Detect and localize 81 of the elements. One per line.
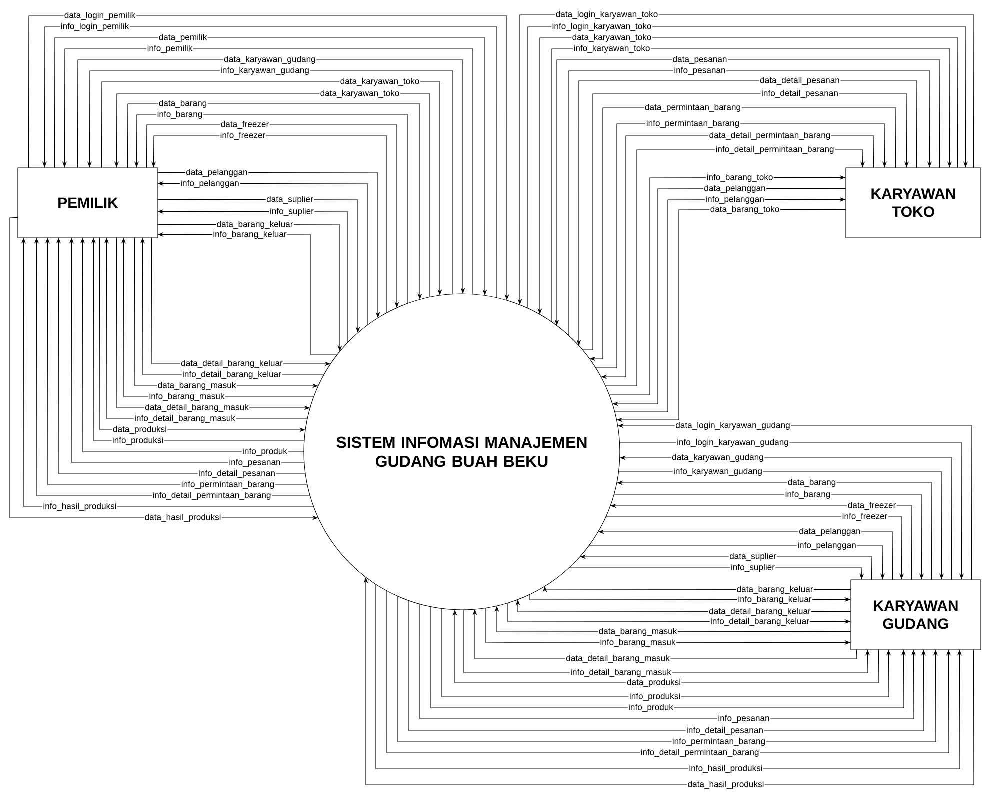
edge-label: info_barang_masuk	[148, 392, 226, 402]
edge-label: info_hasil_produksi	[688, 764, 764, 774]
edge-label: data_produksi	[112, 425, 168, 435]
edge-label: data_suplier	[266, 195, 314, 205]
edge-label: info_permintaan_barang	[646, 119, 740, 129]
edge-label: info_suplier	[269, 207, 315, 217]
edge-label: info_detail_barang_keluar	[710, 617, 810, 627]
edge-label: info_barang	[156, 110, 204, 120]
edge-label: data_freezer	[847, 501, 897, 511]
edge-label: info_pelanggan	[796, 541, 858, 551]
edge-label: info_freezer	[842, 512, 888, 522]
edge-label: data_barang	[158, 99, 208, 109]
edge-label: data_karyawan_toko	[340, 77, 420, 87]
edge-label: data_produksi	[626, 678, 682, 688]
edge-label: data_login_karyawan_toko	[555, 10, 659, 20]
edge-label: info_detail_pesanan	[686, 726, 764, 736]
edge-label: data_detail_barang_keluar	[180, 359, 284, 369]
edge-label: info_pesanan	[717, 714, 771, 724]
edge-label: data_freezer	[220, 120, 270, 130]
entity-box: KARYAWAN TOKO	[846, 168, 982, 238]
edge-label: info_detail_barang_masuk	[134, 414, 236, 424]
edge-label: info_pesanan	[228, 458, 282, 468]
edge-label: data_suplier	[728, 552, 778, 562]
edge-label: data_karyawan_gudang	[223, 55, 317, 65]
edge-label: info_detail_pesanan	[198, 469, 276, 479]
edge-label: data_detail_barang_masuk	[565, 654, 671, 664]
edge-label: data_hasil_produksi	[144, 513, 222, 523]
edge-label: info_produk	[628, 703, 674, 713]
entity-box: KARYAWAN GUDANG	[850, 580, 982, 650]
edge-label: info_login_pemilik	[60, 22, 130, 32]
edge-label: data_detail_pesanan	[759, 76, 841, 86]
edge-label: data_hasil_produksi	[687, 780, 765, 790]
edge-label: info_barang_keluar	[738, 595, 813, 605]
edge-label: info_detail_permintaan_barang	[152, 491, 272, 501]
edge-label: data_pelanggan	[703, 184, 767, 194]
edge-label: info_permintaan_barang	[672, 737, 766, 747]
edge-label: info_produksi	[628, 692, 682, 702]
edge-label: data_karyawan_toko	[320, 89, 400, 99]
edge-label: info_barang_keluar	[212, 230, 288, 240]
edge-label: data_login_karyawan_gudang	[674, 421, 792, 431]
edge-label: info_pemilik	[146, 44, 194, 54]
edge-label: info_suplier	[730, 563, 776, 573]
edge-label: data_barang_toko	[710, 205, 780, 215]
edge-label: data_pelanggan	[185, 168, 249, 178]
edge-label: data_barang_keluar	[736, 585, 814, 595]
edge-label: data_pesanan	[672, 55, 728, 65]
edge-label: info_hasil_produksi	[42, 502, 118, 512]
edge-label: info_barang_masuk	[600, 638, 676, 648]
edge-label: data_barang_masuk	[598, 627, 678, 637]
edge-label: info_barang	[784, 490, 832, 500]
edge-label: data_barang_masuk	[157, 381, 237, 391]
edge-label: info_karyawan_gudang	[220, 66, 310, 76]
edge-label: info_pesanan	[673, 66, 727, 76]
edge-label: info_pelanggan	[180, 179, 240, 189]
edge-label: data_detail_barang_masuk	[144, 403, 250, 413]
edge-label: data_permintaan_barang	[644, 103, 742, 113]
edge-label: data_karyawan_toko	[572, 33, 652, 43]
edge-label: info_freezer	[220, 131, 266, 141]
edge-label: info_login_karyawan_gudang	[676, 438, 790, 448]
edge-label: info_karyawan_gudang	[672, 467, 764, 477]
entity-box: PEMILIK	[18, 168, 158, 238]
edge-label: info_pelanggan	[704, 195, 766, 205]
edge-label: info_detail_barang_keluar	[182, 370, 282, 380]
edge-label: data_pelanggan	[798, 527, 862, 537]
edge-label: info_detail_barang_masuk	[570, 668, 672, 678]
edge-label: info_produk	[242, 447, 288, 457]
edge-label: info_login_karyawan_toko	[552, 22, 652, 32]
edge-label: info_detail_permintaan_barang	[715, 145, 835, 155]
edge-label: data_pemilik	[158, 33, 208, 43]
edge-label: data_barang_keluar	[216, 220, 294, 230]
edge-label: data_detail_permintaan_barang	[708, 131, 832, 141]
edge-label: info_detail_pesanan	[760, 89, 840, 99]
edge-label: data_karyawan_gudang	[671, 453, 765, 463]
edge-label: info_barang_toko	[706, 173, 774, 183]
edge-label: info_karyawan_toko	[573, 44, 651, 54]
edge-label: data_barang	[787, 478, 837, 488]
edge-label: info_detail_permintaan_barang	[640, 748, 760, 758]
edge-label: info_produksi	[112, 436, 164, 446]
edge-label: info_permintaan_barang	[180, 480, 276, 490]
edge-label: data_detail_barang_keluar	[708, 607, 812, 617]
edge-label: data_login_pemilik	[64, 11, 136, 21]
